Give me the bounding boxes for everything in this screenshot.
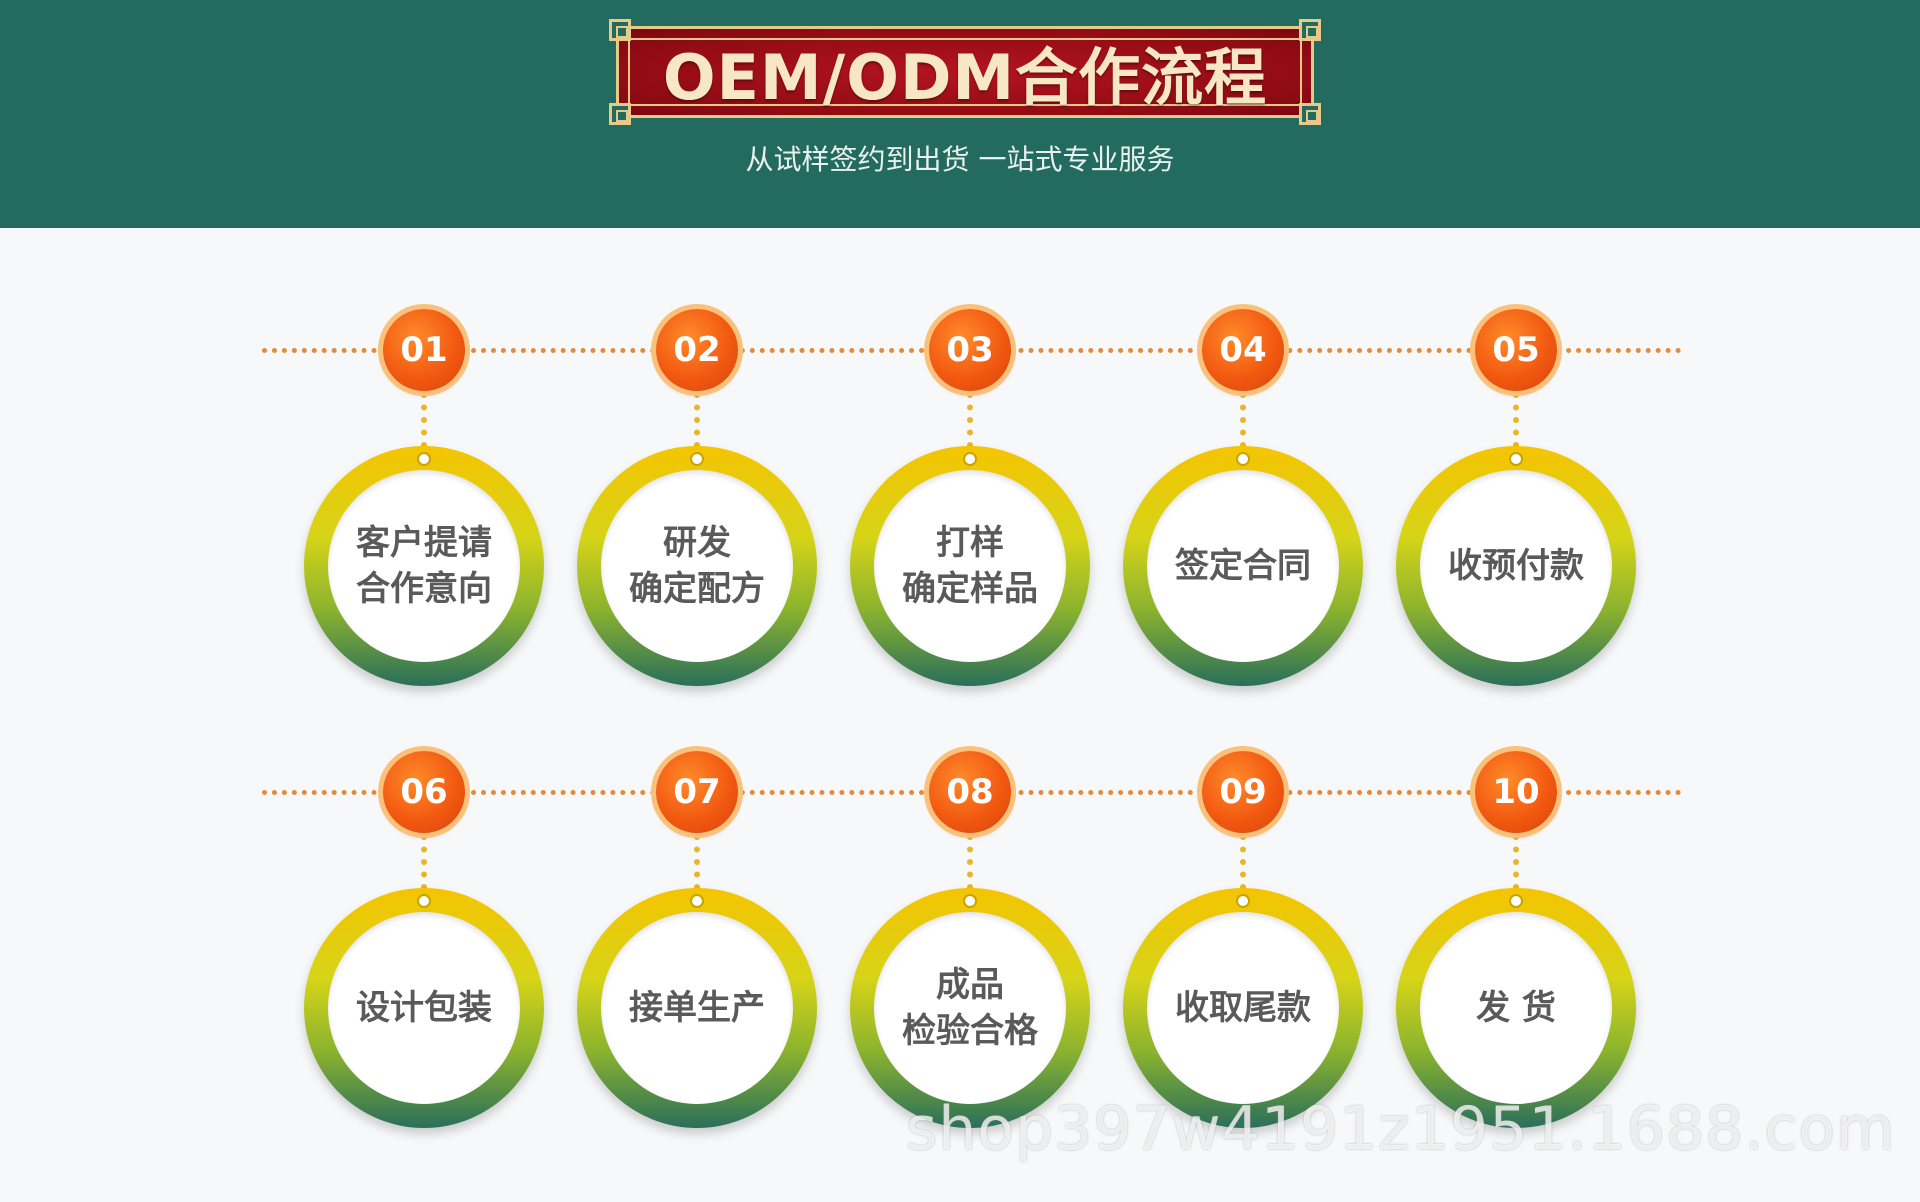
step-connector [967, 392, 973, 448]
banner-corner-ornament [1299, 103, 1321, 125]
banner-corner-ornament [609, 19, 631, 41]
step-number-badge: 01 [383, 309, 465, 391]
step-ring: 研发 确定配方 [577, 446, 817, 686]
step-label: 设计包装 [356, 988, 492, 1028]
step-ring-center: 设计包装 [328, 912, 520, 1104]
step-ring-center: 收预付款 [1420, 470, 1612, 662]
step-connector [1513, 392, 1519, 448]
step-connector [694, 834, 700, 890]
page-subtitle: 从试样签约到出货 一站式专业服务 [745, 143, 1175, 176]
title-banner: OEM/ODM合作流程 [609, 19, 1321, 125]
ring-hanger-hole [417, 452, 431, 466]
ring-hanger-hole [1236, 894, 1250, 908]
step-ring: 签定合同 [1123, 446, 1363, 686]
watermark: shop397w4191z1951.1688.com [906, 1094, 1896, 1164]
step-number-badge: 09 [1202, 751, 1284, 833]
step-connector [421, 834, 427, 890]
step-ring: 接单生产 [577, 888, 817, 1128]
ring-hanger-hole [1236, 452, 1250, 466]
step-ring: 收取尾款 [1123, 888, 1363, 1128]
step-label: 打样 确定样品 [902, 523, 1038, 609]
step-number-badge: 06 [383, 751, 465, 833]
ring-hanger-hole [690, 452, 704, 466]
step-ring: 收预付款 [1396, 446, 1636, 686]
step-ring-center: 研发 确定配方 [601, 470, 793, 662]
step-number-badge: 10 [1475, 751, 1557, 833]
step-ring-center: 打样 确定样品 [874, 470, 1066, 662]
header-band: OEM/ODM合作流程 从试样签约到出货 一站式专业服务 [0, 0, 1920, 228]
step-label: 客户提请 合作意向 [356, 523, 492, 609]
step-ring: 发 货 [1396, 888, 1636, 1128]
ring-hanger-hole [1509, 452, 1523, 466]
step-number-badge: 08 [929, 751, 1011, 833]
step-ring-center: 接单生产 [601, 912, 793, 1104]
step-number-badge: 02 [656, 309, 738, 391]
step-label: 接单生产 [629, 988, 765, 1028]
step-label: 成品 检验合格 [902, 965, 1038, 1051]
step-ring-center: 成品 检验合格 [874, 912, 1066, 1104]
step-connector [1240, 834, 1246, 890]
page-title: OEM/ODM合作流程 [662, 41, 1268, 114]
step-label: 发 货 [1476, 988, 1556, 1028]
ring-hanger-hole [963, 452, 977, 466]
step-connector [421, 392, 427, 448]
step-ring: 设计包装 [304, 888, 544, 1128]
step-number-badge: 03 [929, 309, 1011, 391]
step-label: 收取尾款 [1175, 988, 1311, 1028]
step-ring-center: 签定合同 [1147, 470, 1339, 662]
step-ring: 成品 检验合格 [850, 888, 1090, 1128]
step-connector [1240, 392, 1246, 448]
banner-corner-ornament [609, 103, 631, 125]
step-number-badge: 05 [1475, 309, 1557, 391]
ring-hanger-hole [690, 894, 704, 908]
step-ring-center: 收取尾款 [1147, 912, 1339, 1104]
step-connector [694, 392, 700, 448]
step-label: 收预付款 [1448, 546, 1584, 586]
banner-corner-ornament [1299, 19, 1321, 41]
step-connector [967, 834, 973, 890]
step-ring-center: 发 货 [1420, 912, 1612, 1104]
step-label: 研发 确定配方 [629, 523, 765, 609]
step-ring: 打样 确定样品 [850, 446, 1090, 686]
step-ring: 客户提请 合作意向 [304, 446, 544, 686]
ring-hanger-hole [1509, 894, 1523, 908]
step-ring-center: 客户提请 合作意向 [328, 470, 520, 662]
step-connector [1513, 834, 1519, 890]
ring-hanger-hole [963, 894, 977, 908]
step-number-badge: 07 [656, 751, 738, 833]
step-label: 签定合同 [1175, 546, 1311, 586]
ring-hanger-hole [417, 894, 431, 908]
step-number-badge: 04 [1202, 309, 1284, 391]
